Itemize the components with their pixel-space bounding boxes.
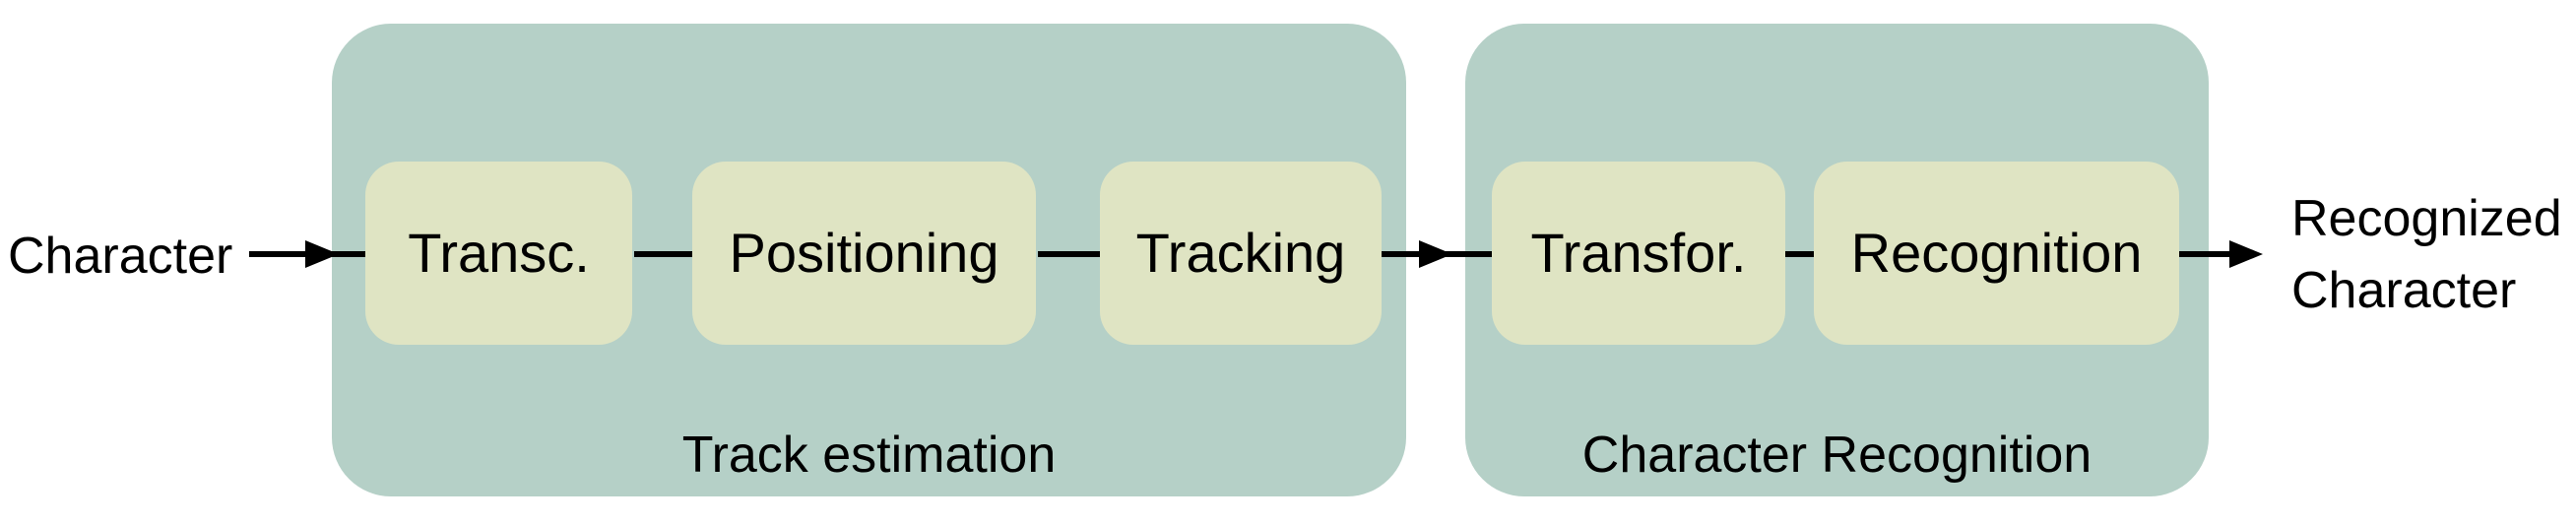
group-label-track-estimation: Track estimation [681, 427, 1057, 484]
group-label-character-recognition: Character Recognition [1581, 427, 2093, 484]
node-transfor: Transfor. [1492, 162, 1785, 345]
output-label-line1: Recognized [2291, 190, 2562, 247]
node-recognition: Recognition [1814, 162, 2179, 345]
node-transc: Transc. [365, 162, 632, 345]
output-label: Recognized Character [2291, 183, 2562, 327]
node-positioning: Positioning [692, 162, 1036, 345]
output-label-line2: Character [2291, 262, 2517, 319]
node-tracking: Tracking [1100, 162, 1382, 345]
input-label: Character [8, 228, 233, 285]
